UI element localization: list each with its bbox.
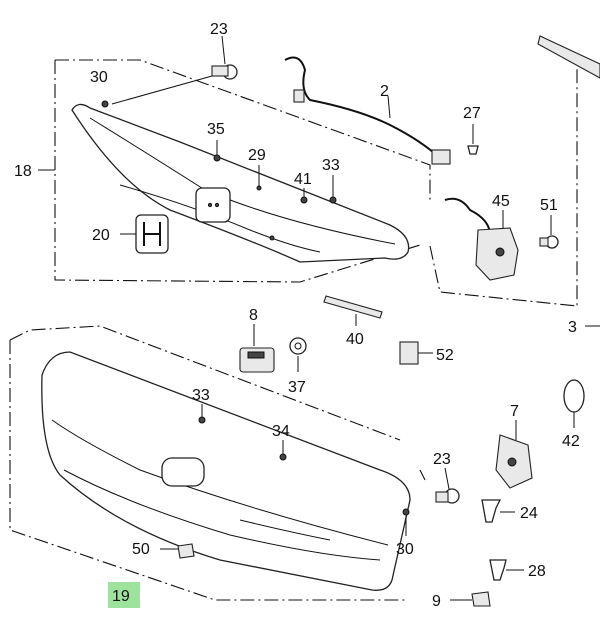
tailgate-panel (41, 351, 411, 591)
callout-30-lower: 30 (396, 541, 414, 558)
callout-41: 41 (294, 171, 312, 188)
callout-30-upper: 30 (90, 69, 108, 86)
callout-23-lower: 23 (433, 451, 451, 468)
callout-51: 51 (540, 197, 558, 214)
callout-2: 2 (380, 83, 389, 100)
callout-20: 20 (92, 227, 110, 244)
callout-9: 9 (432, 593, 441, 610)
harness-2 (284, 56, 451, 165)
callout-40: 40 (346, 331, 364, 348)
callout-3: 3 (568, 319, 577, 336)
trunk-garnish-upper (71, 103, 410, 263)
emblem-h (120, 214, 169, 254)
callout-42: 42 (562, 433, 580, 450)
callout-24: 24 (520, 505, 538, 522)
lock-7 (495, 420, 533, 489)
callout-35: 35 (207, 121, 225, 138)
latch-8 (239, 324, 275, 373)
callout-52: 52 (436, 347, 454, 364)
callout-50: 50 (132, 541, 150, 558)
callout-37: 37 (288, 379, 306, 396)
callout-7: 7 (510, 403, 519, 420)
screw-51 (539, 215, 559, 249)
callout-8: 8 (249, 307, 258, 324)
callout-34: 34 (272, 423, 290, 440)
upper-assembly-frame (38, 59, 431, 283)
nut-23-upper (101, 35, 238, 108)
callout-23-upper: 23 (210, 21, 228, 38)
callout-18: 18 (14, 163, 32, 180)
callout-27: 27 (463, 105, 481, 122)
callout-28: 28 (528, 563, 546, 580)
callout-19: 19 (112, 588, 130, 605)
callout-33-upper: 33 (322, 157, 340, 174)
callout-labels: 23 30 2 27 35 29 33 41 18 45 51 20 3 8 4… (14, 21, 580, 610)
trunk-lock-45 (444, 197, 519, 281)
clip-27 (467, 124, 479, 155)
callout-33-lower: 33 (192, 387, 210, 404)
callout-29: 29 (248, 147, 266, 164)
highlight-19 (108, 582, 140, 608)
callout-45: 45 (492, 193, 510, 210)
